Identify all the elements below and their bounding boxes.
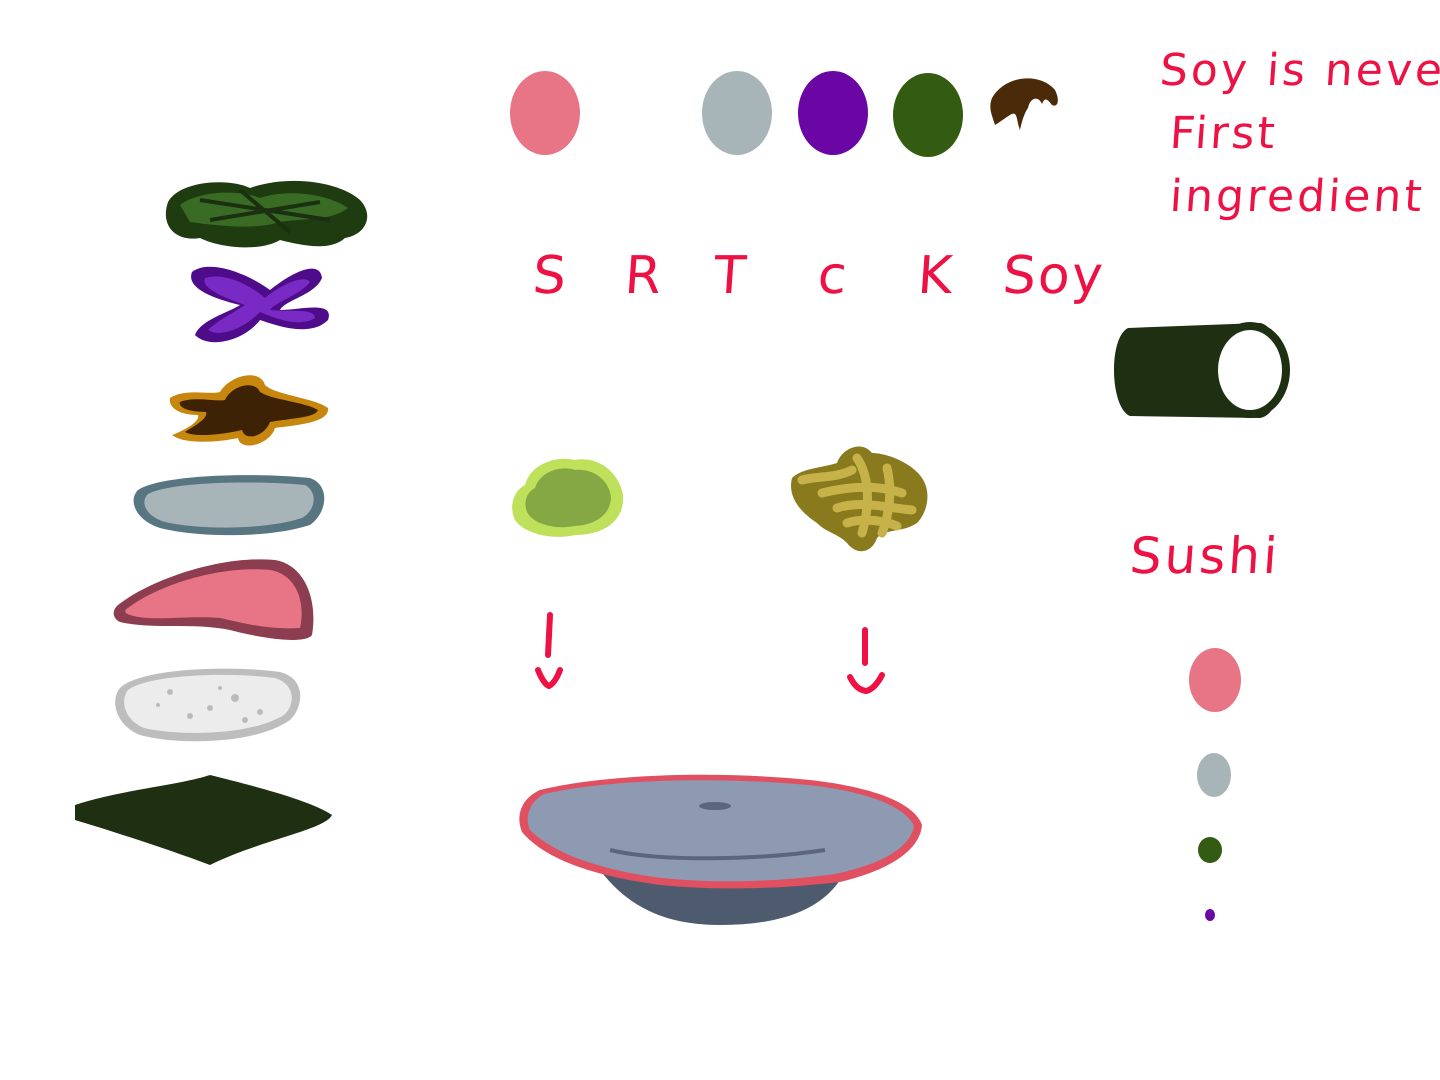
wasabi-icon[interactable] (505, 450, 630, 545)
sushi-roll-icon[interactable] (1110, 318, 1295, 423)
letter-t: T (711, 246, 750, 306)
salmon-icon[interactable] (113, 559, 314, 640)
tuna-swatch-icon[interactable] (702, 71, 772, 155)
tuna-icon[interactable] (133, 475, 325, 536)
sushi-label: Sushi (1127, 527, 1283, 585)
letter-c: c (815, 246, 851, 306)
nori-icon[interactable] (75, 775, 332, 865)
rule-note-line3: ingredient (1168, 171, 1427, 222)
rule-note-line2: First (1168, 108, 1280, 159)
arrow-down-left-icon (535, 612, 563, 690)
rule-note-line1: Soy is never (1158, 45, 1440, 96)
tuna-dot-icon (1197, 753, 1231, 797)
arrow-down-right-icon (847, 627, 885, 695)
letter-s: S (530, 246, 571, 306)
cabbage-dot-icon (1205, 909, 1215, 921)
plate-icon[interactable] (510, 770, 930, 930)
salmon-swatch-icon[interactable] (510, 71, 580, 155)
soy-sauce-icon[interactable] (169, 375, 329, 446)
seaweed-salad-icon[interactable] (165, 180, 368, 248)
kelp-swatch-icon[interactable] (893, 73, 963, 157)
ingredient-stack (75, 180, 368, 865)
purple-cabbage-icon[interactable] (191, 266, 329, 343)
ginger-icon[interactable] (782, 438, 937, 558)
kelp-dot-icon (1198, 837, 1222, 863)
letter-k: K (915, 246, 957, 306)
salmon-dot-icon (1189, 648, 1241, 712)
soy-swatch-icon[interactable] (990, 78, 1058, 130)
letter-soy: Soy (1000, 246, 1107, 306)
cabbage-swatch-icon[interactable] (798, 71, 868, 155)
ingredient-swatches (510, 71, 1058, 157)
letter-r: R (622, 246, 666, 306)
rice-icon[interactable] (115, 668, 301, 742)
sushi-ingredient-dots (1189, 648, 1241, 921)
